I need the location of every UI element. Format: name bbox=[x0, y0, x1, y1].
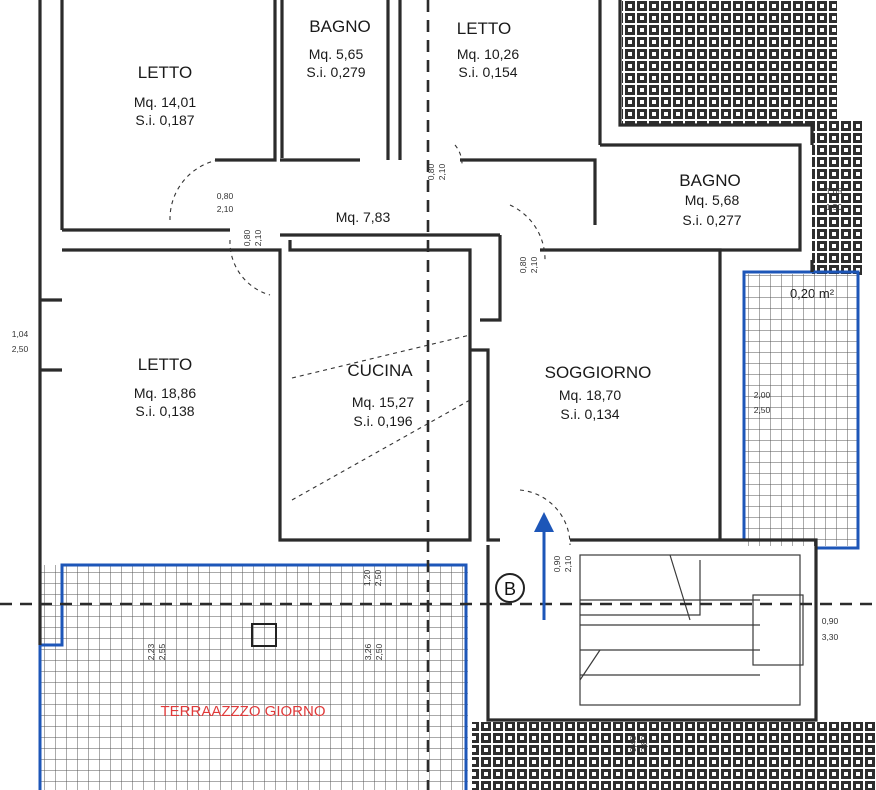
door-swing-entry bbox=[519, 489, 571, 546]
dim-height: 2,80 bbox=[639, 735, 649, 752]
dim-window-soggiorno: 2,00 2,50 bbox=[754, 390, 771, 415]
room-si: S.i. 0,154 bbox=[458, 64, 517, 80]
dim-window-cucina: 1,20 2,50 bbox=[362, 569, 383, 586]
room-area: Mq. 18,86 bbox=[134, 385, 196, 401]
dim-width: 0,80 bbox=[242, 229, 252, 246]
dim-height: 3,30 bbox=[822, 632, 839, 642]
dim-width: 0,80 bbox=[426, 163, 436, 180]
dim-door-2: 0,80 2,10 bbox=[242, 229, 263, 246]
room-area: Mq. 14,01 bbox=[134, 94, 196, 110]
dim-window-bagno: 1,05 1,50 bbox=[826, 186, 843, 212]
dim-door-entry: 0,90 2,10 bbox=[552, 555, 573, 572]
dim-window-terrace-1: 2,23 2,55 bbox=[146, 643, 167, 660]
dim-window-terrace-2: 3,26 2,50 bbox=[363, 643, 384, 660]
room-cucina: CUCINA Mq. 15,27 S.i. 0,196 bbox=[347, 361, 414, 429]
room-si: S.i. 0,279 bbox=[306, 64, 365, 80]
room-name: SOGGIORNO bbox=[545, 363, 652, 382]
door-swing-4 bbox=[509, 204, 546, 261]
dim-width: 2,23 bbox=[146, 643, 156, 660]
kitchen-counter-lines bbox=[291, 334, 471, 501]
dim-height: 2,55 bbox=[157, 643, 167, 660]
corridor-area: Mq. 7,83 bbox=[336, 209, 391, 225]
balcony-area: 0,20 m² bbox=[790, 286, 835, 301]
room-name: BAGNO bbox=[309, 17, 370, 36]
dim-width: 2,00 bbox=[754, 390, 771, 400]
room-bagno-1: BAGNO Mq. 5,65 S.i. 0,279 bbox=[306, 17, 370, 80]
dim-width: 1,05 bbox=[826, 186, 843, 196]
room-bagno-2: BAGNO Mq. 5,68 S.i. 0,277 bbox=[679, 171, 741, 228]
room-letto-3: LETTO Mq. 18,86 S.i. 0,138 bbox=[134, 355, 196, 419]
dim-height: 2,50 bbox=[12, 344, 29, 354]
room-area: Mq. 10,26 bbox=[457, 46, 519, 62]
door-swing-2 bbox=[229, 239, 271, 296]
room-name: LETTO bbox=[138, 355, 192, 374]
roof-tiles-bottom bbox=[472, 722, 876, 790]
room-si: S.i. 0,187 bbox=[135, 112, 194, 128]
interior-walls bbox=[62, 0, 802, 542]
dim-height: 2,10 bbox=[563, 555, 573, 572]
dim-height: 2,50 bbox=[754, 405, 771, 415]
dim-height: 2,10 bbox=[529, 256, 539, 273]
dim-door-4: 0,80 2,10 bbox=[518, 256, 539, 273]
room-si: S.i. 0,277 bbox=[682, 212, 741, 228]
dim-height: 2,50 bbox=[373, 569, 383, 586]
balcony-outline bbox=[742, 270, 860, 550]
dim-width: 0,80 bbox=[217, 191, 234, 201]
terrace-floor bbox=[40, 565, 468, 790]
dim-height: 2,10 bbox=[437, 163, 447, 180]
room-name: BAGNO bbox=[679, 171, 740, 190]
room-si: S.i. 0,134 bbox=[560, 406, 619, 422]
dim-width: 1,20 bbox=[362, 569, 372, 586]
room-area: Mq. 18,70 bbox=[559, 387, 621, 403]
room-si: S.i. 0,138 bbox=[135, 403, 194, 419]
dim-width: 0,80 bbox=[518, 256, 528, 273]
entry-arrow bbox=[534, 512, 554, 620]
room-area: Mq. 15,27 bbox=[352, 394, 414, 410]
roof-tiles-top-right bbox=[622, 0, 837, 125]
dim-stair-right: 0,90 3,30 bbox=[822, 616, 839, 642]
dim-height: 2,10 bbox=[253, 229, 263, 246]
door-swing-1 bbox=[169, 159, 219, 221]
chimney bbox=[251, 623, 277, 647]
room-soggiorno: SOGGIORNO Mq. 18,70 S.i. 0,134 bbox=[545, 363, 652, 422]
dim-width: 1,04 bbox=[12, 329, 29, 339]
terrace-label: TERRAAZZZO GIORNO bbox=[161, 703, 326, 720]
section-marker-label: B bbox=[504, 579, 516, 599]
room-name: LETTO bbox=[138, 63, 192, 82]
section-marker bbox=[495, 573, 525, 603]
room-si: S.i. 0,196 bbox=[353, 413, 412, 429]
room-area: Mq. 5,68 bbox=[685, 192, 740, 208]
dim-door-3: 0,80 2,10 bbox=[426, 163, 447, 180]
dim-width: 0,90 bbox=[822, 616, 839, 626]
dim-height: 1,50 bbox=[826, 202, 843, 212]
dim-width: 0,90 bbox=[552, 555, 562, 572]
dim-height: 2,50 bbox=[374, 643, 384, 660]
stair-block bbox=[579, 554, 804, 706]
room-name: CUCINA bbox=[347, 361, 413, 380]
dim-height: 2,10 bbox=[217, 204, 234, 214]
dim-door-1: 0,80 2,10 bbox=[217, 191, 234, 214]
dim-stair-bottom: 0,48 2,80 bbox=[628, 735, 649, 752]
room-letto-2: LETTO Mq. 10,26 S.i. 0,154 bbox=[457, 19, 520, 80]
dim-width: 0,48 bbox=[628, 735, 638, 752]
balcony-floor bbox=[744, 274, 858, 546]
dim-width: 3,26 bbox=[363, 643, 373, 660]
room-area: Mq. 5,65 bbox=[309, 46, 364, 62]
door-swing-3 bbox=[454, 144, 463, 166]
room-name: LETTO bbox=[457, 19, 511, 38]
room-letto-1: LETTO Mq. 14,01 S.i. 0,187 bbox=[134, 63, 196, 128]
dim-window-left: 1,04 2,50 bbox=[12, 329, 29, 354]
roof-tiles-right bbox=[812, 120, 862, 275]
